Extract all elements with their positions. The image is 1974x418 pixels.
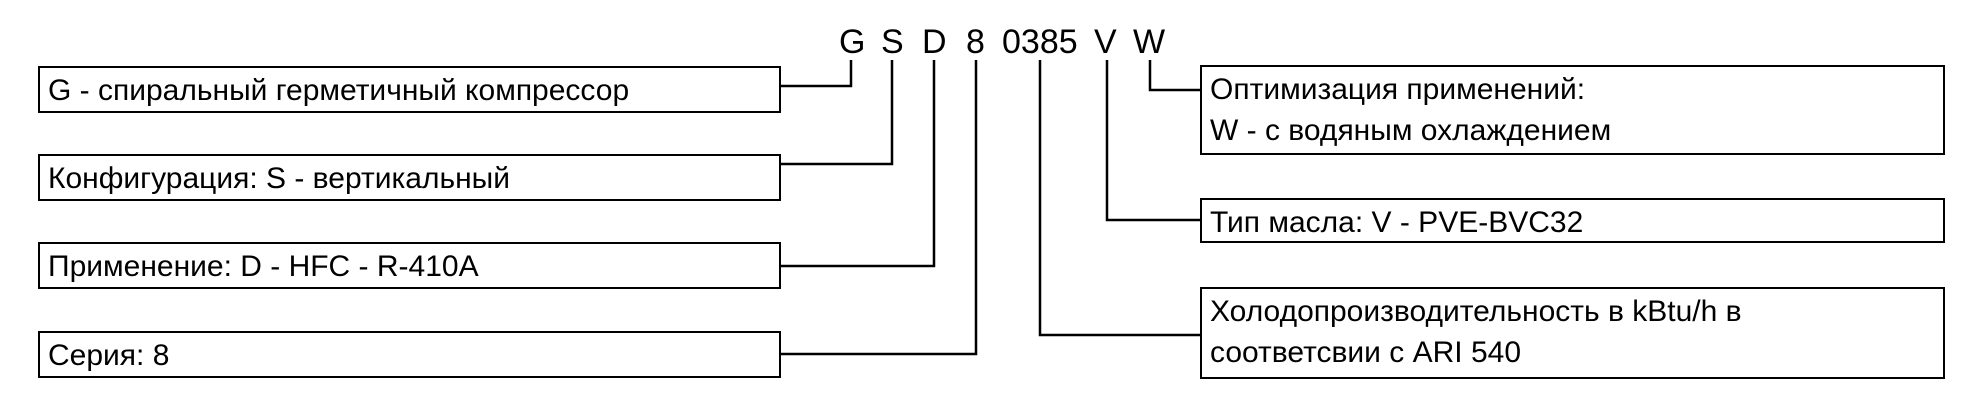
application-box: Оптимизация применений: W - с водяным ох… bbox=[1200, 65, 1945, 155]
connector-s bbox=[780, 60, 894, 166]
application-value: W - с водяным охлаждением bbox=[1210, 114, 1612, 147]
connector-application bbox=[1148, 60, 1200, 92]
code-letter-s: S bbox=[881, 23, 904, 61]
capacity-box: Холодопроизводительность в kBtu/h в соот… bbox=[1200, 287, 1945, 379]
series-box: Серия: 8 bbox=[38, 331, 781, 378]
configuration-box: Конфигурация: S - вертикальный bbox=[38, 154, 781, 201]
oil-type-box: Тип масла: V - PVE-BVC32 bbox=[1200, 198, 1945, 243]
code-letter-g: G bbox=[839, 23, 866, 61]
capacity-line1: Холодопроизводительность в kBtu/h в bbox=[1210, 295, 1742, 328]
refrigerant-box: Применение: D - HFC - R-410A bbox=[38, 242, 781, 289]
connector-d bbox=[780, 60, 936, 268]
application-title: Оптимизация применений: bbox=[1210, 73, 1586, 106]
code-letter-d: D bbox=[922, 23, 947, 61]
code-letter-w: W bbox=[1133, 23, 1166, 61]
capacity-line2: соответсвии с ARI 540 bbox=[1210, 336, 1522, 369]
code-capacity-digits: 0385 bbox=[1002, 23, 1078, 61]
refrigerant-text: Применение: D - HFC - R-410A bbox=[48, 250, 479, 283]
connector-series bbox=[780, 60, 978, 356]
code-letter-v: V bbox=[1094, 23, 1117, 61]
series-text: Серия: 8 bbox=[48, 339, 170, 372]
connector-g bbox=[780, 60, 853, 88]
connector-oil bbox=[1105, 60, 1200, 222]
code-series-digit: 8 bbox=[966, 23, 985, 61]
compressor-type-text: G - спиральный герметичный компрессор bbox=[48, 74, 630, 107]
connector-capacity bbox=[1038, 60, 1200, 337]
configuration-text: Конфигурация: S - вертикальный bbox=[48, 162, 510, 195]
compressor-type-box: G - спиральный герметичный компрессор bbox=[38, 66, 781, 113]
oil-type-text: Тип масла: V - PVE-BVC32 bbox=[1210, 206, 1584, 239]
